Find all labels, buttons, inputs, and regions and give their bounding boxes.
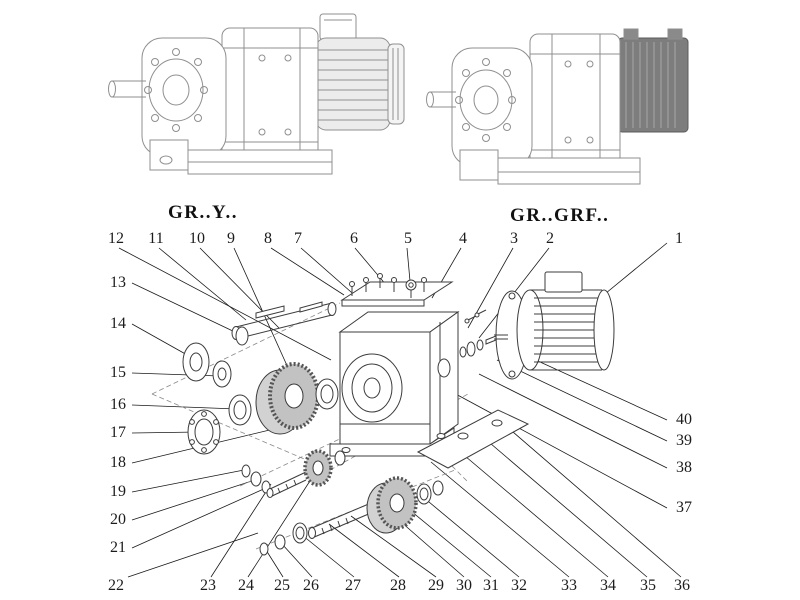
shaft-key [255,305,285,319]
callout-18: 18 [110,454,126,471]
motor-key [485,335,497,345]
callout-30: 30 [456,577,472,594]
variant-label-left: GR..Y.. [168,202,238,223]
bearing-large [187,394,252,455]
callout-13: 13 [110,274,126,291]
brake-block [617,37,689,133]
cover-and-bolts [340,273,454,307]
callout-1: 1 [675,230,683,247]
callout-37: 37 [676,499,692,516]
gear-housing [329,311,530,469]
front-housing [141,37,227,157]
callout-12: 12 [108,230,124,247]
assembled-view-gr-grf [426,28,689,185]
callout-33: 33 [561,577,577,594]
callout-4: 4 [459,230,467,247]
callout-21: 21 [110,539,126,556]
callout-39: 39 [676,432,692,449]
front-housing [451,47,533,167]
callout-40: 40 [676,411,692,428]
output-shaft [108,80,116,98]
callout-29: 29 [428,577,444,594]
leader-lines [118,242,682,578]
input-side-small-parts [459,309,497,358]
callout-19: 19 [110,483,126,500]
callout-10: 10 [189,230,205,247]
callout-16: 16 [110,396,126,413]
callout-17: 17 [110,424,126,441]
output-shaft-assembly [259,476,444,556]
callout-24: 24 [238,577,254,594]
fan-cover [387,43,405,125]
callout-25: 25 [274,577,290,594]
intermediate-shaft-cluster [241,449,346,498]
motor-exploded [494,271,615,380]
callout-3: 3 [510,230,518,247]
callout-38: 38 [676,459,692,476]
callout-27: 27 [345,577,361,594]
bearing-medium [315,378,339,410]
callout-5: 5 [404,230,412,247]
callout-34: 34 [600,577,616,594]
callout-26: 26 [303,577,319,594]
motor-terminal-box [544,271,583,293]
callout-6: 6 [350,230,358,247]
callout-11: 11 [148,230,164,247]
large-gear [255,362,320,435]
motor-body [315,37,391,131]
callout-15: 15 [110,364,126,381]
covers-and-seals [182,326,249,388]
callout-8: 8 [264,230,272,247]
shaft-key [299,301,323,313]
variant-label-right: GR..GRF.. [510,205,610,226]
assembled-view-gr-y [108,13,405,175]
callout-28: 28 [390,577,406,594]
callout-35: 35 [640,577,656,594]
callout-9: 9 [227,230,235,247]
mounting-feet [497,157,641,185]
callout-2: 2 [546,230,554,247]
terminal-box [319,13,357,41]
motor-fan-cover [593,289,615,371]
callout-36: 36 [674,577,690,594]
callout-20: 20 [110,511,126,528]
callout-22: 22 [108,577,124,594]
callout-31: 31 [483,577,499,594]
exploded-view [151,271,615,556]
callout-14: 14 [110,315,126,332]
callout-7: 7 [294,230,302,247]
callout-32: 32 [511,577,527,594]
callout-23: 23 [200,577,216,594]
output-shaft [426,91,434,108]
